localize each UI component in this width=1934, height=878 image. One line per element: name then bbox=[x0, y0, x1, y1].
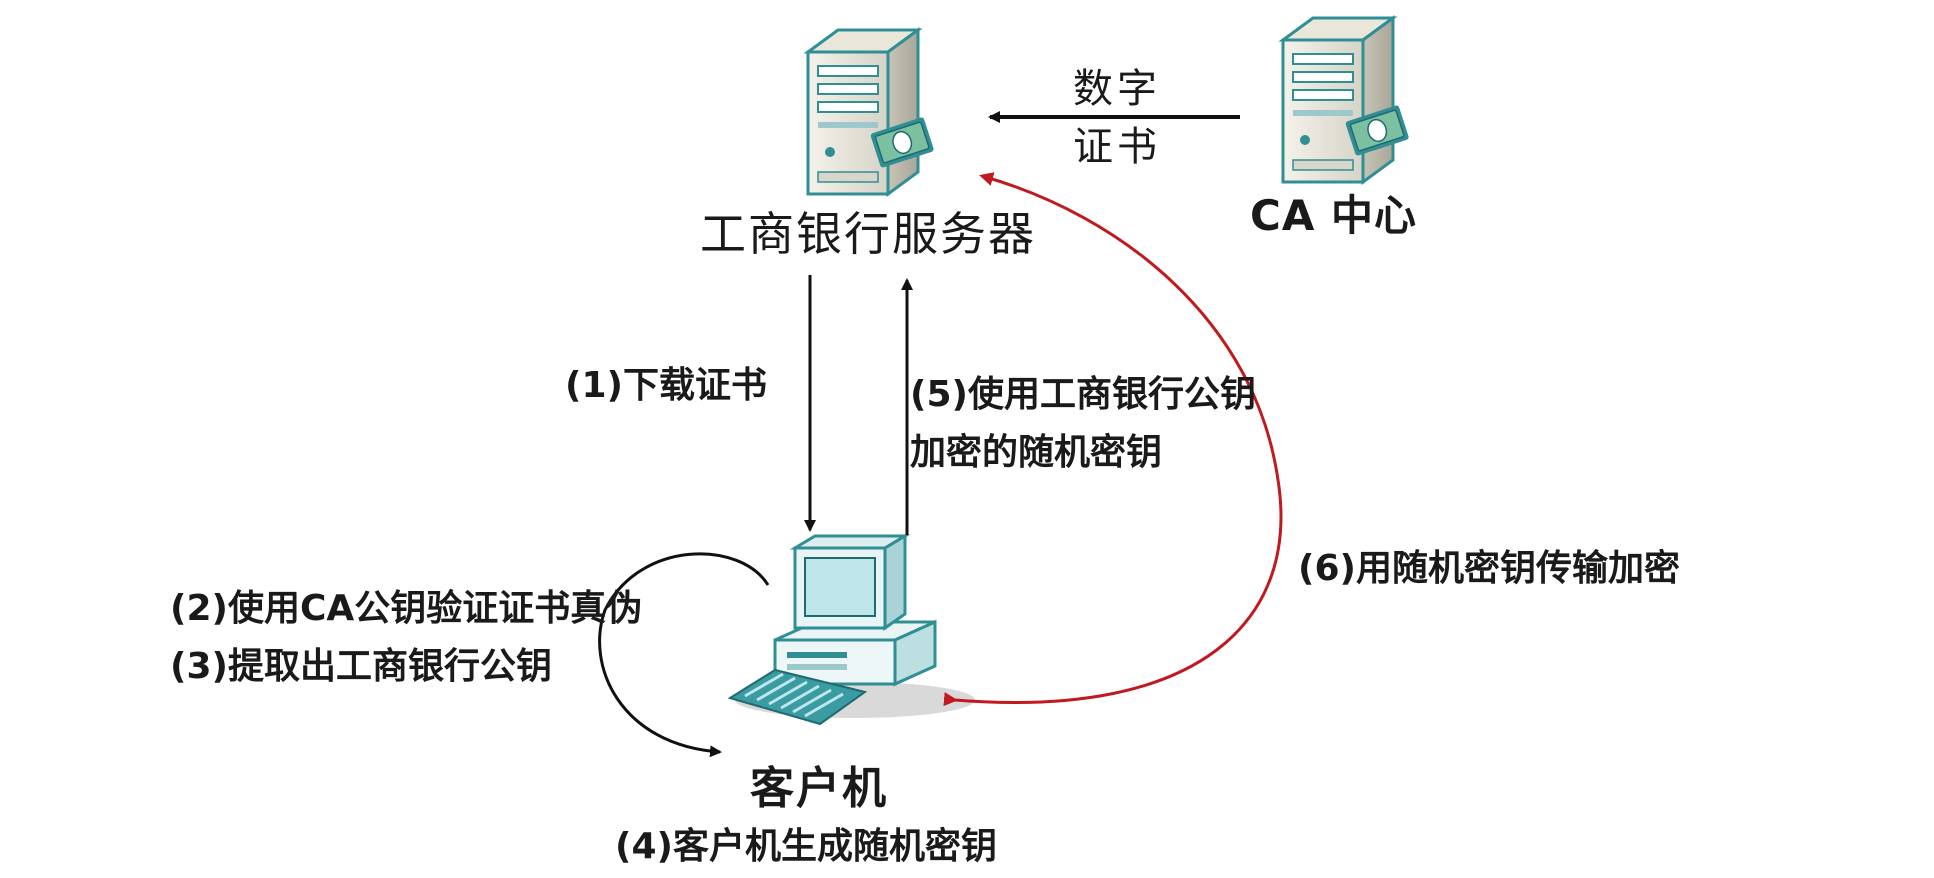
cert-issue-line-1: 数字 bbox=[1073, 66, 1161, 112]
step2-line: (2)使用CA公钥验证证书真伪 bbox=[170, 588, 643, 629]
cert-issue-label: 数字 证书 bbox=[1073, 60, 1161, 176]
client-label: 客户机 bbox=[750, 763, 888, 814]
step5-label: (5)使用工商银行公钥 加密的随机密钥 bbox=[910, 366, 1256, 482]
ca-server-icon bbox=[1278, 15, 1409, 185]
server-label: 工商银行服务器 bbox=[700, 207, 1036, 261]
step1-label: (1)下载证书 bbox=[565, 365, 767, 406]
step23-label: (2)使用CA公钥验证证书真伪 (3)提取出工商银行公钥 bbox=[170, 580, 642, 696]
step4-label: (4)客户机生成随机密钥 bbox=[615, 826, 997, 867]
banknote-icon bbox=[1345, 105, 1409, 156]
arrow-step6 bbox=[943, 172, 1283, 707]
arrow-step23-loop bbox=[598, 552, 770, 758]
step6-label: (6)用随机密钥传输加密 bbox=[1298, 548, 1680, 589]
cert-issue-line-2: 证书 bbox=[1073, 124, 1161, 170]
step5-line-1: (5)使用工商银行公钥 bbox=[910, 374, 1256, 415]
ca-label: CA 中心 bbox=[1250, 191, 1417, 240]
step5-line-2: 加密的随机密钥 bbox=[910, 432, 1163, 473]
banknote-icon bbox=[870, 117, 934, 168]
computer-icon bbox=[727, 533, 975, 726]
server-icon bbox=[803, 27, 934, 197]
step3-line: (3)提取出工商银行公钥 bbox=[170, 646, 552, 687]
